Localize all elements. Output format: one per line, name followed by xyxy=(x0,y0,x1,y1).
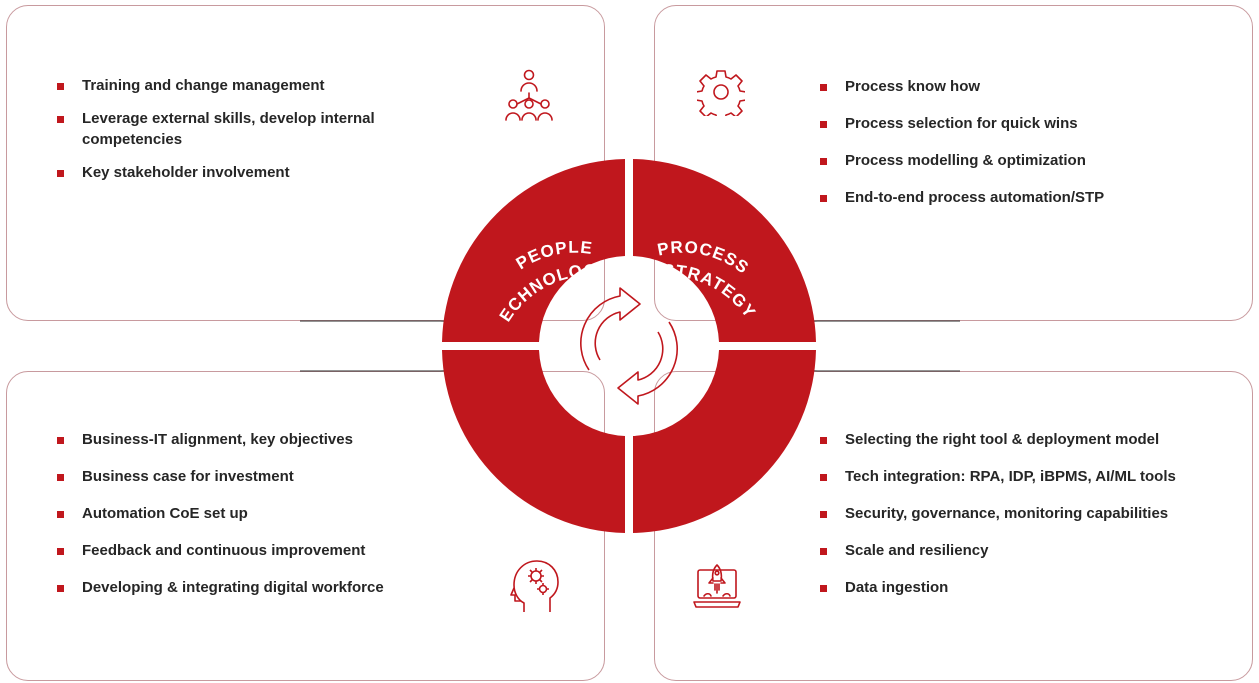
list-item: Business case for investment xyxy=(55,466,475,487)
list-item: Security, governance, monitoring capabil… xyxy=(818,503,1248,524)
connector-line xyxy=(300,320,459,331)
refresh-cycle-icon xyxy=(580,287,678,405)
people-list: Training and change management Leverage … xyxy=(55,75,475,195)
list-item: Selecting the right tool & deployment mo… xyxy=(818,429,1248,450)
people-segment xyxy=(442,159,625,342)
list-item: Tech integration: RPA, IDP, iBPMS, AI/ML… xyxy=(818,466,1248,487)
connector-line xyxy=(799,361,960,372)
gear-icon xyxy=(697,70,745,116)
list-item: Leverage external skills, develop intern… xyxy=(55,108,475,150)
process-list: Process know how Process selection for q… xyxy=(818,76,1238,224)
connector-lines xyxy=(300,320,960,372)
list-item: Scale and resiliency xyxy=(818,540,1248,561)
technology-segment xyxy=(633,350,816,533)
strategy-segment xyxy=(442,350,625,533)
list-item: Process modelling & optimization xyxy=(818,150,1238,171)
list-item: Process selection for quick wins xyxy=(818,113,1238,134)
team-hierarchy-icon xyxy=(505,69,553,121)
list-item: Developing & integrating digital workfor… xyxy=(55,577,475,598)
process-segment xyxy=(633,159,816,342)
technology-list: Selecting the right tool & deployment mo… xyxy=(818,429,1248,614)
list-item: Key stakeholder involvement xyxy=(55,162,475,183)
list-item: Automation CoE set up xyxy=(55,503,475,524)
connector-line xyxy=(799,320,960,331)
list-item: Data ingestion xyxy=(818,577,1248,598)
list-item: Process know how xyxy=(818,76,1238,97)
list-item: End-to-end process automation/STP xyxy=(818,187,1238,208)
list-item: Training and change management xyxy=(55,75,475,96)
laptop-rocket-icon xyxy=(693,564,741,608)
head-gears-icon xyxy=(510,560,559,612)
connector-line xyxy=(300,361,459,372)
list-item: Business-IT alignment, key objectives xyxy=(55,429,475,450)
list-item: Feedback and continuous improvement xyxy=(55,540,475,561)
strategy-list: Business-IT alignment, key objectives Bu… xyxy=(55,429,475,614)
